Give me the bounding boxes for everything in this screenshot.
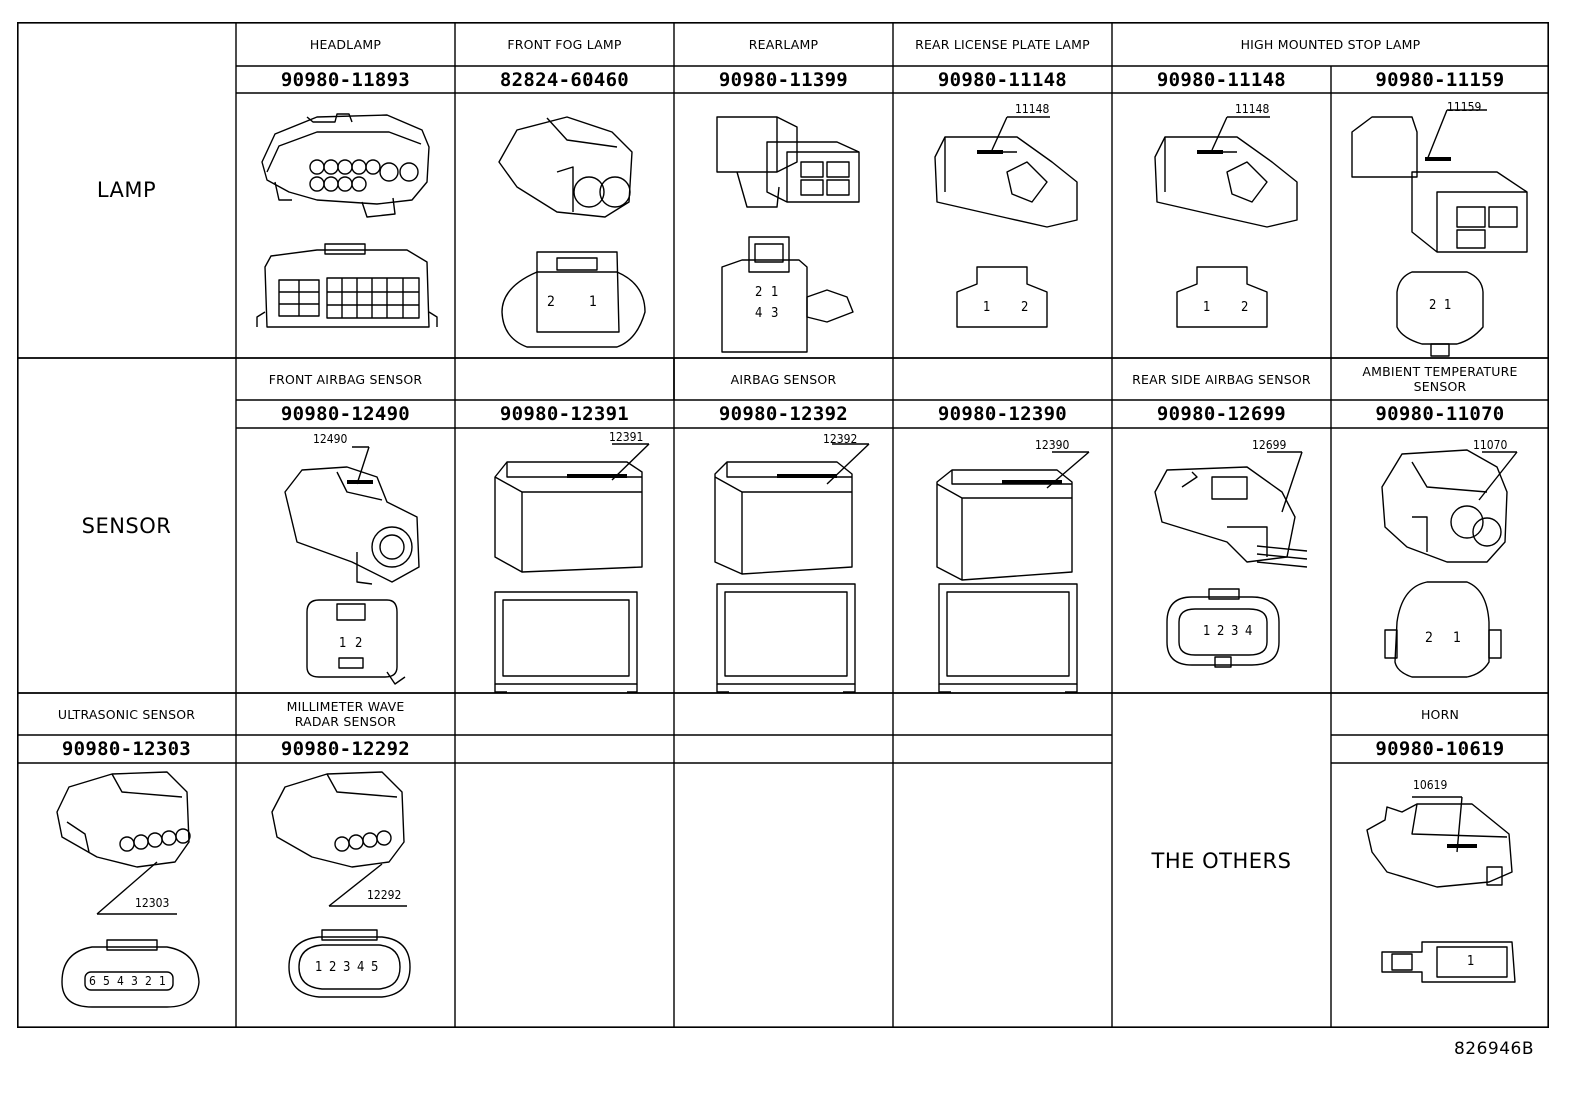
horn-part-number: 90980-10619 (1375, 738, 1505, 760)
horn-label: HORN (1420, 706, 1460, 722)
rear-side-airbag-sensor-part-number: 90980-12699 (1156, 403, 1287, 425)
rear-side-airbag-sensor-label: REAR SIDE AIRBAG SENSOR (1132, 371, 1311, 387)
radar-pin-5: 5 (371, 960, 379, 975)
drawing-id: 826946B (1453, 1039, 1534, 1059)
front-fog-lamp-label: FRONT FOG LAMP (507, 36, 622, 52)
callout-12490: 12490 (313, 432, 348, 446)
rear-side-pin-3: 3 (1231, 624, 1239, 639)
ultrasonic-pin-4: 4 (117, 974, 124, 988)
rear-pin-3: 3 (771, 306, 779, 321)
callout-11070: 11070 (1473, 438, 1508, 452)
rear-license-plate-lamp-label: REAR LICENSE PLATE LAMP (915, 36, 1090, 52)
callout-10619: 10619 (1413, 778, 1448, 792)
rearlamp-label: REARLAMP (748, 36, 819, 52)
millimeter-wave-radar-sensor-label-line1: MILLIMETER WAVE (286, 699, 405, 714)
millimeter-wave-radar-sensor-label-line2: RADAR SENSOR (294, 714, 397, 729)
airbag-sensor-label: AIRBAG SENSOR (730, 371, 837, 387)
front-fog-lamp-part-number: 82824-60460 (499, 68, 630, 91)
high-mounted-stop-lamp-label: HIGH MOUNTED STOP LAMP (1240, 36, 1421, 52)
callout-12391: 12391 (609, 430, 644, 444)
callout-12303: 12303 (135, 896, 170, 910)
rear-license-plate-lamp-part-number: 90980-11148 (937, 68, 1068, 91)
millimeter-wave-radar-sensor-part-number: 90980-12292 (280, 738, 411, 760)
high-mounted-stop-lamp-part-number-a: 90980-11148 (1156, 68, 1287, 91)
rear-side-pin-1: 1 (1203, 624, 1211, 639)
connector-chart: LAMP SENSOR THE OTHERS HEADLAMP FRONT FO… (17, 22, 1549, 1028)
front-airbag-sensor-label: FRONT AIRBAG SENSOR (268, 371, 423, 387)
ultrasonic-pin-6: 6 (89, 974, 96, 988)
fog-pin-2: 2 (547, 294, 556, 310)
callout-11159: 11159 (1447, 100, 1482, 114)
radar-pin-1: 1 (315, 960, 323, 975)
rear-pin-2: 2 (755, 285, 763, 300)
callout-12392: 12392 (823, 432, 858, 446)
callout-12699: 12699 (1252, 438, 1287, 452)
rearlamp-part-number: 90980-11399 (718, 68, 849, 91)
radar-pin-3: 3 (343, 960, 351, 975)
radar-pin-4: 4 (357, 960, 365, 975)
stop-b-pin-2: 2 (1429, 298, 1437, 313)
rear-side-pin-2: 2 (1217, 624, 1225, 639)
callout-12390: 12390 (1035, 438, 1070, 452)
chart-grid-and-drawings (17, 22, 1549, 1028)
rear-pin-1: 1 (771, 285, 779, 300)
front-airbag-pin-1: 1 (339, 636, 347, 651)
airbag-sensor-part-number-a: 90980-12391 (499, 403, 630, 425)
callout-12292: 12292 (367, 888, 402, 902)
headlamp-label: HEADLAMP (309, 36, 382, 52)
ultrasonic-sensor-label: ULTRASONIC SENSOR (57, 706, 196, 722)
stop-a-pin-2: 2 (1241, 300, 1249, 315)
ambient-pin-1: 1 (1453, 630, 1462, 646)
ultrasonic-pin-3: 3 (131, 974, 138, 988)
millimeter-wave-radar-sensor-label: MILLIMETER WAVE RADAR SENSOR (236, 693, 455, 735)
stop-a-pin-1: 1 (1203, 300, 1211, 315)
fog-pin-1: 1 (589, 294, 598, 310)
headlamp-part-number: 90980-11893 (280, 68, 411, 91)
rear-side-pin-4: 4 (1245, 624, 1253, 639)
front-airbag-sensor-part-number: 90980-12490 (280, 403, 411, 425)
ambient-temperature-sensor-label-line2: SENSOR (1413, 379, 1467, 394)
category-lamp: LAMP (96, 178, 157, 202)
ultrasonic-pin-5: 5 (103, 974, 110, 988)
front-airbag-pin-2: 2 (355, 636, 363, 651)
category-sensor: SENSOR (81, 513, 172, 538)
ambient-temperature-sensor-label: AMBIENT TEMPERATURE SENSOR (1331, 358, 1549, 400)
callout-11148-b: 11148 (1235, 102, 1270, 116)
horn-pin-1: 1 (1467, 954, 1475, 969)
stop-b-pin-1: 1 (1444, 298, 1452, 313)
airbag-sensor-part-number-c: 90980-12390 (937, 403, 1068, 425)
ultrasonic-pin-1: 1 (159, 974, 166, 988)
ambient-pin-2: 2 (1425, 630, 1434, 646)
category-the-others: THE OTHERS (1151, 848, 1292, 873)
license-pin-1: 1 (983, 300, 991, 315)
license-pin-2: 2 (1021, 300, 1029, 315)
ultrasonic-sensor-part-number: 90980-12303 (61, 738, 192, 760)
airbag-sensor-part-number-b: 90980-12392 (718, 403, 849, 425)
ambient-temperature-sensor-part-number: 90980-11070 (1375, 403, 1505, 425)
radar-pin-2: 2 (329, 960, 337, 975)
rear-pin-4: 4 (755, 306, 763, 321)
ultrasonic-pin-2: 2 (145, 974, 152, 988)
callout-11148: 11148 (1015, 102, 1050, 116)
high-mounted-stop-lamp-part-number-b: 90980-11159 (1375, 68, 1505, 91)
ambient-temperature-sensor-label-line1: AMBIENT TEMPERATURE (1362, 364, 1518, 379)
